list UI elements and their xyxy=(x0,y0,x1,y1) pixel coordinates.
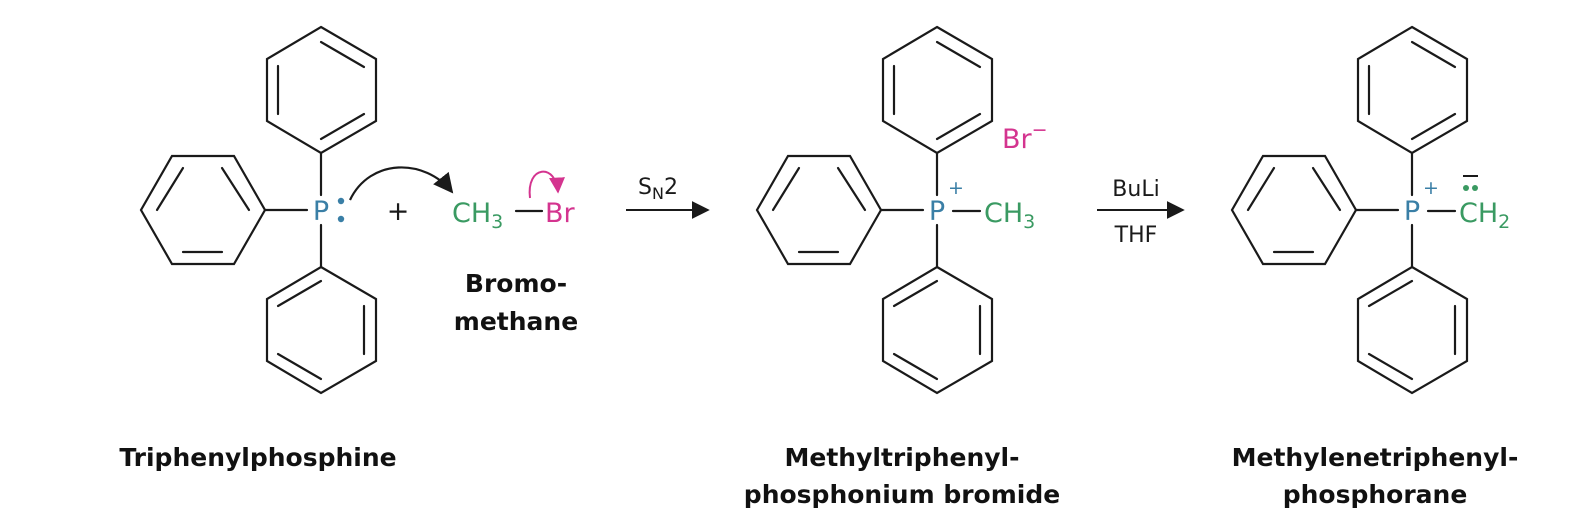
phosphorus-atom: P xyxy=(929,196,945,227)
phenyl-ring-left xyxy=(755,154,883,266)
methyl-group: CH3 xyxy=(984,198,1035,233)
compound-name-phosphonium-line2: phosphonium bromide xyxy=(744,480,1060,509)
compound-name-bromomethane-line2: methane xyxy=(454,307,578,336)
compound-name-phosphorane-line1: Methylenetriphenyl- xyxy=(1232,443,1519,472)
methylene-carbanion: CH2 xyxy=(1459,198,1510,233)
bromide-ion: Br− xyxy=(1002,119,1048,155)
solvent-reagent: THF xyxy=(1114,223,1158,248)
phenyl-ring-left xyxy=(139,154,267,266)
triphenylphosphine-structure: P xyxy=(139,25,454,395)
curved-attack-arrow xyxy=(349,166,454,201)
phenyl-ring-top xyxy=(1356,25,1469,155)
reaction-arrow-deprotonation: BuLi THF xyxy=(1097,177,1185,248)
phenyl-ring-top xyxy=(881,25,994,155)
leaving-group-arrow xyxy=(528,170,565,199)
lone-pair-dots xyxy=(337,197,345,223)
compound-name-triphenylphosphine: Triphenylphosphine xyxy=(119,443,396,472)
carbanion-lone-pair xyxy=(1463,175,1478,191)
positive-charge: + xyxy=(948,177,964,199)
phenyl-ring-left xyxy=(1230,154,1358,266)
compound-name-phosphorane-line2: phosphorane xyxy=(1283,480,1468,509)
compound-name-phosphonium-line1: Methyltriphenyl- xyxy=(785,443,1020,472)
phenyl-ring-bottom xyxy=(265,265,378,395)
sn2-condition: SN2 xyxy=(638,175,678,203)
positive-charge: + xyxy=(1423,177,1439,199)
bromomethane-structure: CH3 Br xyxy=(452,170,576,233)
phenyl-ring-top xyxy=(265,25,378,155)
plus-sign: + xyxy=(387,196,410,227)
reaction-arrow-sn2: SN2 xyxy=(626,175,710,219)
phosphorus-atom: P xyxy=(313,196,329,227)
phosphonium-salt-structure: P + CH3 Br− xyxy=(755,25,1048,395)
phenyl-ring-bottom xyxy=(1356,265,1469,395)
phosphorane-ylide-structure: P + CH2 xyxy=(1230,25,1510,395)
phosphorus-atom: P xyxy=(1404,196,1420,227)
phenyl-ring-bottom xyxy=(881,265,994,395)
methyl-group: CH3 xyxy=(452,198,503,233)
base-reagent: BuLi xyxy=(1112,177,1159,202)
compound-name-bromomethane-line1: Bromo- xyxy=(465,269,567,298)
bromine-atom: Br xyxy=(545,198,576,229)
